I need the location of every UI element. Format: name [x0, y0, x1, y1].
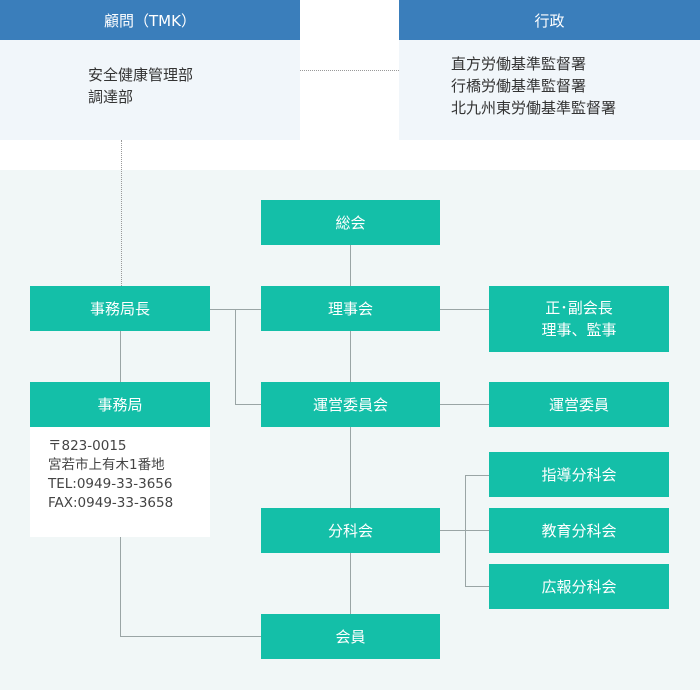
guidance-subcommittee-label: 指導分科会: [541, 465, 617, 484]
members-box: 会員: [261, 614, 440, 659]
secretariat-label: 事務局: [97, 395, 143, 414]
connector-line: [235, 309, 236, 405]
secretariat-contact-info: 〒823-0015 宮若市上有木1番地 TEL:0949-33-3656 FAX…: [30, 427, 210, 537]
connector-line: [350, 553, 351, 614]
secretary-general-box: 事務局長: [30, 286, 210, 331]
connector-line: [440, 530, 465, 531]
government-header-label: 行政: [534, 11, 565, 30]
advisor-item: 安全健康管理部: [88, 66, 194, 84]
connector-line: [465, 475, 489, 476]
board-box: 理事会: [261, 286, 440, 331]
advisor-body: 安全健康管理部 調達部: [0, 40, 300, 140]
connector-line: [120, 331, 121, 382]
officers-label: 理事、監事: [541, 321, 617, 339]
address: 宮若市上有木1番地: [48, 457, 165, 473]
officers-label: 正･副会長: [545, 299, 613, 317]
connector-line: [465, 586, 489, 587]
pr-subcommittee-box: 広報分科会: [489, 564, 669, 609]
steering-committee-label: 運営委員会: [312, 395, 388, 414]
advisor-header-label: 顧問（TMK）: [104, 11, 196, 30]
steering-members-label: 運営委員: [548, 395, 609, 414]
fax-number: FAX:0949-33-3658: [48, 495, 174, 511]
advisor-header: 顧問（TMK）: [0, 0, 300, 40]
government-item: 行橋労働基準監督署: [451, 77, 587, 95]
general-assembly-box: 総会: [261, 200, 440, 245]
government-item: 直方労働基準監督署: [451, 55, 587, 73]
steering-committee-box: 運営委員会: [261, 382, 440, 427]
government-item: 北九州東労働基準監督署: [451, 99, 617, 117]
connector-line: [235, 404, 261, 405]
government-header: 行政: [399, 0, 700, 40]
connector-line: [440, 309, 489, 310]
connector-line: [465, 530, 489, 531]
phone-number: TEL:0949-33-3656: [48, 476, 173, 492]
subcommittees-label: 分科会: [327, 521, 373, 540]
connector-line: [350, 245, 351, 286]
advisor-item: 調達部: [88, 88, 134, 106]
connector-line: [465, 475, 466, 587]
advisor-government-connector: [300, 70, 399, 71]
connector-line: [120, 537, 121, 637]
secretary-general-label: 事務局長: [89, 299, 150, 318]
government-body: 直方労働基準監督署 行橋労働基準監督署 北九州東労働基準監督署: [399, 40, 700, 140]
guidance-subcommittee-box: 指導分科会: [489, 452, 669, 497]
officers-box: 正･副会長 理事、監事: [489, 286, 669, 352]
advisor-secretary-connector: [121, 140, 122, 286]
postal-code: 〒823-0015: [48, 438, 127, 454]
secretariat-box: 事務局: [30, 382, 210, 427]
members-label: 会員: [335, 627, 366, 646]
education-subcommittee-label: 教育分科会: [541, 521, 617, 540]
connector-line: [440, 404, 489, 405]
subcommittees-box: 分科会: [261, 508, 440, 553]
connector-line: [350, 427, 351, 508]
board-label: 理事会: [327, 299, 373, 318]
general-assembly-label: 総会: [335, 213, 366, 232]
connector-line: [350, 331, 351, 382]
steering-members-box: 運営委員: [489, 382, 669, 427]
connector-line: [120, 636, 261, 637]
education-subcommittee-box: 教育分科会: [489, 508, 669, 553]
pr-subcommittee-label: 広報分科会: [541, 577, 617, 596]
